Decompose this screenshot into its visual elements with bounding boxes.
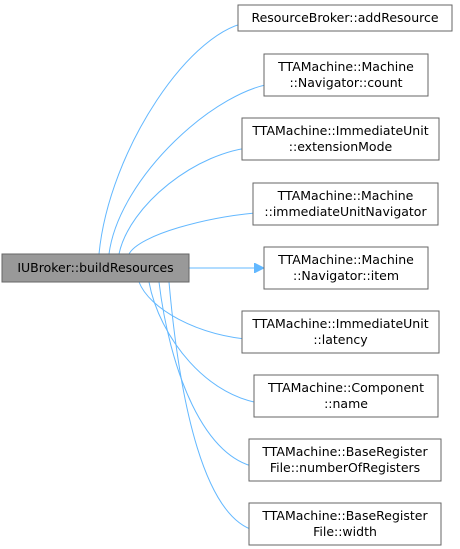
edge-arrow: [118, 147, 256, 255]
target-node-box: [237, 4, 453, 32]
edge-arrow: [98, 22, 252, 255]
target-node[interactable]: TTAMachine::ImmediateUnit::latency: [241, 310, 440, 354]
node-label-line: ::Navigator::count: [289, 75, 402, 90]
target-node-box: [241, 117, 440, 161]
target-node-box: [248, 502, 442, 546]
node-label-line: ::name: [324, 396, 368, 411]
node-label-line: TTAMachine::BaseRegister: [261, 444, 428, 459]
node-label-line: ::Navigator::item: [293, 268, 399, 283]
target-node[interactable]: TTAMachine::Component::name: [253, 374, 439, 418]
target-node[interactable]: TTAMachine::BaseRegisterFile::numberOfRe…: [248, 438, 442, 482]
node-label-line: TTAMachine::Machine: [277, 188, 414, 203]
node-label-line: IUBroker::buildResources: [17, 260, 173, 275]
edge-arrow: [108, 83, 278, 255]
target-node[interactable]: ResourceBroker::addResource: [237, 4, 453, 32]
target-node-box: [252, 182, 439, 226]
target-node-box: [241, 310, 440, 354]
node-label-line: TTAMachine::BaseRegister: [261, 508, 428, 523]
node-label-line: ::latency: [313, 332, 368, 347]
edge-arrow: [148, 281, 268, 404]
source-node-box: [1, 253, 190, 283]
source-node[interactable]: IUBroker::buildResources: [1, 253, 190, 283]
node-label-line: TTAMachine::Machine: [277, 252, 414, 267]
edges: [98, 22, 278, 532]
node-label-line: TTAMachine::Machine: [277, 59, 414, 74]
node-label-line: TTAMachine::ImmediateUnit: [251, 123, 428, 138]
target-node-box: [248, 438, 442, 482]
edge-arrow: [138, 281, 256, 340]
target-node-box: [263, 246, 429, 290]
node-label-line: ::immediateUnitNavigator: [264, 204, 427, 219]
node-label-line: File::numberOfRegisters: [270, 460, 420, 475]
target-node-box: [253, 374, 439, 418]
node-label-line: TTAMachine::Component: [267, 380, 424, 395]
target-node-box: [263, 53, 429, 97]
node-label-line: ::extensionMode: [289, 139, 393, 154]
nodes: IUBroker::buildResources ResourceBroker::…: [1, 4, 453, 546]
edge-arrow: [158, 281, 263, 468]
node-label-line: TTAMachine::ImmediateUnit: [251, 316, 428, 331]
edge-arrow: [128, 212, 267, 255]
target-node[interactable]: TTAMachine::ImmediateUnit::extensionMode: [241, 117, 440, 161]
edge-arrow: [168, 281, 263, 532]
target-node[interactable]: TTAMachine::Machine::immediateUnitNaviga…: [252, 182, 439, 226]
target-node[interactable]: TTAMachine::Machine::Navigator::item: [263, 246, 429, 290]
target-node[interactable]: TTAMachine::Machine::Navigator::count: [263, 53, 429, 97]
node-label-line: File::width: [313, 524, 377, 539]
node-label-line: ResourceBroker::addResource: [251, 10, 438, 25]
